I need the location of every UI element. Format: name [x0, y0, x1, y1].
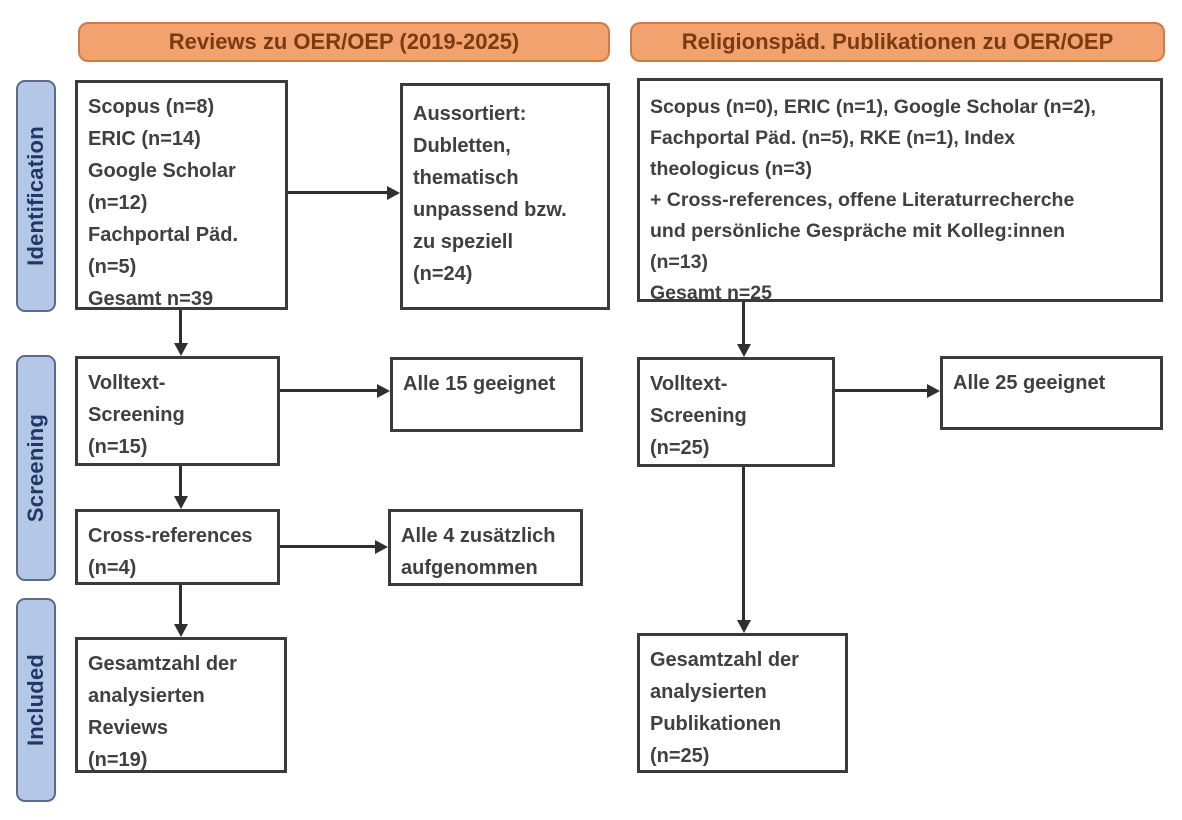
box-left-fulltext-screening: Volltext- Screening (n=15): [75, 356, 280, 466]
box-left-screening-result: Alle 15 geeignet: [390, 357, 583, 432]
stage-label-screening-text: Screening: [23, 413, 49, 523]
column-header-left: Reviews zu OER/OEP (2019-2025): [78, 22, 610, 62]
arrowhead-right-sources-to-screening: [737, 344, 751, 357]
arrowhead-right-screening-to-included: [737, 620, 751, 633]
arrow-left-sources-to-screening: [179, 310, 182, 344]
box-left-cross-references-result: Alle 4 zusätzlich aufgenommen: [388, 509, 583, 586]
arrow-right-screening-to-included: [742, 467, 745, 621]
box-right-included-total: Gesamtzahl der analysierten Publikatione…: [637, 633, 848, 773]
arrowhead-left-screening-to-crossref: [174, 496, 188, 509]
arrow-right-sources-to-screening: [742, 302, 745, 345]
arrow-left-screening-to-result: [280, 389, 377, 392]
stage-label-screening: Screening: [16, 355, 56, 581]
stage-label-identification: Identification: [16, 80, 56, 312]
stage-label-included: Included: [16, 598, 56, 802]
arrowhead-left-sources-to-excluded: [387, 186, 400, 200]
box-right-screening-result: Alle 25 geeignet: [940, 356, 1163, 430]
arrowhead-right-screening-to-result: [927, 384, 940, 398]
box-left-included-total: Gesamtzahl der analysierten Reviews (n=1…: [75, 637, 287, 773]
box-left-cross-references: Cross-references (n=4): [75, 509, 280, 585]
arrowhead-left-crossref-to-included: [174, 624, 188, 637]
arrowhead-left-screening-to-result: [377, 384, 390, 398]
box-right-fulltext-screening: Volltext- Screening (n=25): [637, 357, 835, 467]
box-right-identification-sources: Scopus (n=0), ERIC (n=1), Google Scholar…: [637, 78, 1163, 304]
stage-label-included-text: Included: [23, 653, 48, 747]
arrow-left-sources-to-excluded: [288, 191, 387, 194]
arrowhead-left-crossref-to-result: [375, 540, 388, 554]
box-left-identification-sources: Scopus (n=8) ERIC (n=14) Google Scholar …: [75, 80, 288, 310]
arrow-left-screening-to-crossref: [179, 466, 182, 497]
stage-label-identification-text: Identification: [23, 126, 49, 266]
box-left-excluded: Aussortiert: Dubletten, thematisch unpas…: [400, 83, 610, 310]
arrowhead-left-sources-to-screening: [174, 343, 188, 356]
arrow-left-crossref-to-result: [280, 545, 375, 548]
arrow-right-screening-to-result: [835, 389, 927, 392]
arrow-left-crossref-to-included: [179, 585, 182, 625]
column-header-right: Religionspäd. Publikationen zu OER/OEP: [630, 22, 1165, 62]
